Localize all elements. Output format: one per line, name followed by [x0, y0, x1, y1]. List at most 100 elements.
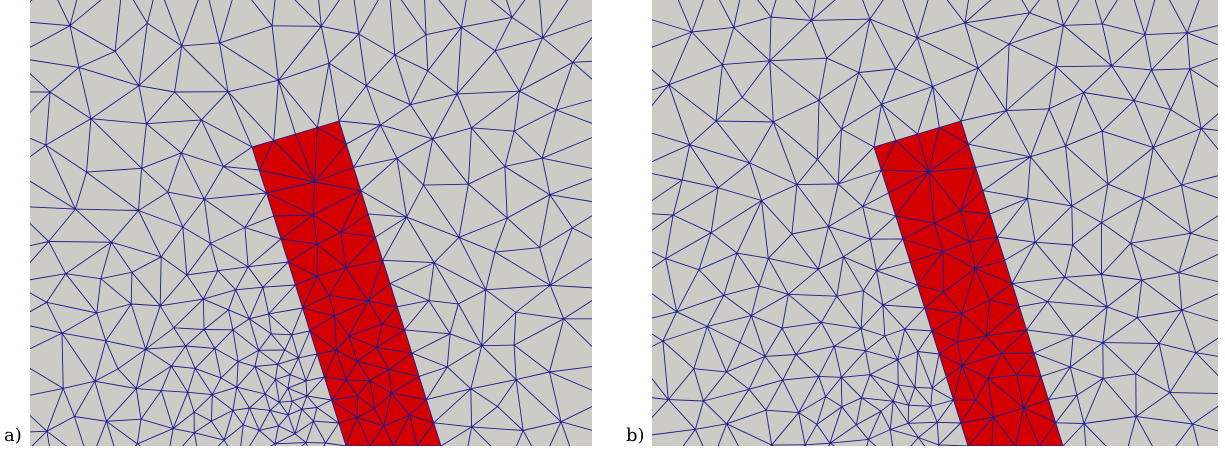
mesh-edge — [968, 143, 1031, 158]
mesh-edge — [975, 156, 1031, 168]
mesh-edge — [936, 399, 954, 423]
mesh-edge — [974, 268, 991, 301]
mesh-edge — [1192, 423, 1199, 446]
mesh-edge — [1055, 394, 1078, 424]
mesh-edge — [1064, 274, 1102, 278]
mesh-edge — [187, 391, 213, 396]
mesh-edge — [1027, 198, 1036, 243]
mesh-edge — [379, 124, 398, 159]
mesh-edge — [985, 300, 991, 336]
mesh-edge — [1016, 374, 1042, 377]
mesh-edge — [331, 399, 340, 424]
mesh-edge — [897, 329, 906, 360]
mesh-edge — [1186, 0, 1200, 33]
mesh-edge — [368, 213, 407, 218]
mesh-edge — [48, 241, 112, 243]
mesh-edge — [975, 259, 1005, 270]
mesh-edge — [542, 137, 592, 159]
mesh-edge — [541, 109, 557, 159]
mesh-edge — [314, 143, 347, 183]
mesh-edge — [682, 179, 719, 189]
mesh-edge — [278, 402, 289, 416]
mesh-edge — [194, 432, 225, 441]
mesh-edge — [411, 333, 451, 354]
mesh-edge — [353, 124, 381, 168]
mesh-edge — [271, 25, 279, 81]
mesh-edge — [873, 104, 882, 148]
mesh-edge — [769, 60, 774, 122]
mesh-edge — [340, 232, 347, 268]
mesh-edge — [358, 33, 396, 56]
mesh-edge — [389, 262, 435, 284]
mesh-edge — [65, 241, 112, 275]
mesh-edge — [1083, 423, 1087, 446]
mesh-edge — [668, 64, 723, 86]
mesh-edge — [788, 293, 822, 323]
mesh-edge — [458, 289, 487, 305]
mesh-edge — [471, 127, 515, 132]
mesh-edge — [960, 120, 969, 145]
mesh-edge — [251, 0, 273, 27]
mesh-edge — [313, 407, 318, 422]
mesh-edge — [86, 167, 142, 173]
mesh-edge — [264, 379, 276, 395]
mesh-edge — [961, 335, 987, 367]
mesh-edge — [542, 19, 592, 39]
mesh-edge — [481, 311, 517, 347]
mesh-edge — [275, 379, 280, 403]
mesh-edge — [159, 305, 175, 329]
mesh-edge — [942, 251, 976, 270]
mesh-edge — [837, 129, 842, 185]
mesh-edge — [202, 270, 219, 300]
mesh-edge — [294, 433, 307, 443]
mesh-edge — [449, 333, 482, 347]
mesh-edge — [825, 396, 843, 408]
mesh-edge — [723, 252, 738, 296]
mesh-edge — [902, 238, 911, 263]
mesh-edge — [305, 420, 314, 443]
mesh-edge — [254, 366, 266, 395]
mesh-edge — [201, 119, 253, 148]
mesh-edge — [356, 416, 384, 427]
mesh-edge — [248, 318, 260, 351]
mesh-edge — [513, 312, 517, 346]
mesh-edge — [227, 91, 253, 148]
mesh-edge — [897, 384, 909, 406]
mesh-edge — [471, 127, 506, 167]
mesh-edge — [881, 169, 929, 173]
mesh-edge — [447, 345, 483, 368]
mesh-edge — [726, 423, 739, 446]
mesh-edge — [764, 356, 784, 381]
mesh-edge — [273, 214, 314, 217]
mesh-edge — [187, 392, 195, 413]
mesh-edge — [323, 350, 337, 378]
inclusion-region — [874, 121, 1063, 446]
mesh-edge — [340, 231, 376, 238]
mesh-edge — [928, 127, 940, 172]
mesh-edge — [251, 146, 260, 171]
mesh-edge — [987, 377, 1024, 409]
mesh-edge — [1101, 131, 1109, 185]
mesh-edge — [334, 315, 337, 351]
mesh-edge — [262, 287, 270, 314]
mesh-edge — [892, 384, 899, 402]
mesh-edge — [858, 72, 882, 105]
mesh-edge — [432, 138, 469, 185]
mesh-edge — [259, 430, 276, 445]
mesh-edge — [46, 416, 75, 432]
mesh-edge — [828, 226, 844, 257]
mesh-edge — [194, 348, 216, 369]
mesh-edge — [470, 379, 517, 390]
mesh-edge — [908, 387, 916, 406]
mesh-edge — [841, 374, 871, 378]
mesh-edge — [817, 128, 842, 160]
mesh-edge — [843, 238, 871, 258]
mesh-edge — [665, 258, 678, 312]
mesh-edge — [549, 285, 565, 319]
mesh-edge — [1029, 0, 1040, 14]
mesh-edge — [791, 233, 819, 270]
mesh-edge — [328, 63, 340, 122]
mesh-edge — [975, 378, 989, 401]
mesh-edge — [240, 424, 244, 446]
mesh-edge — [918, 421, 938, 438]
